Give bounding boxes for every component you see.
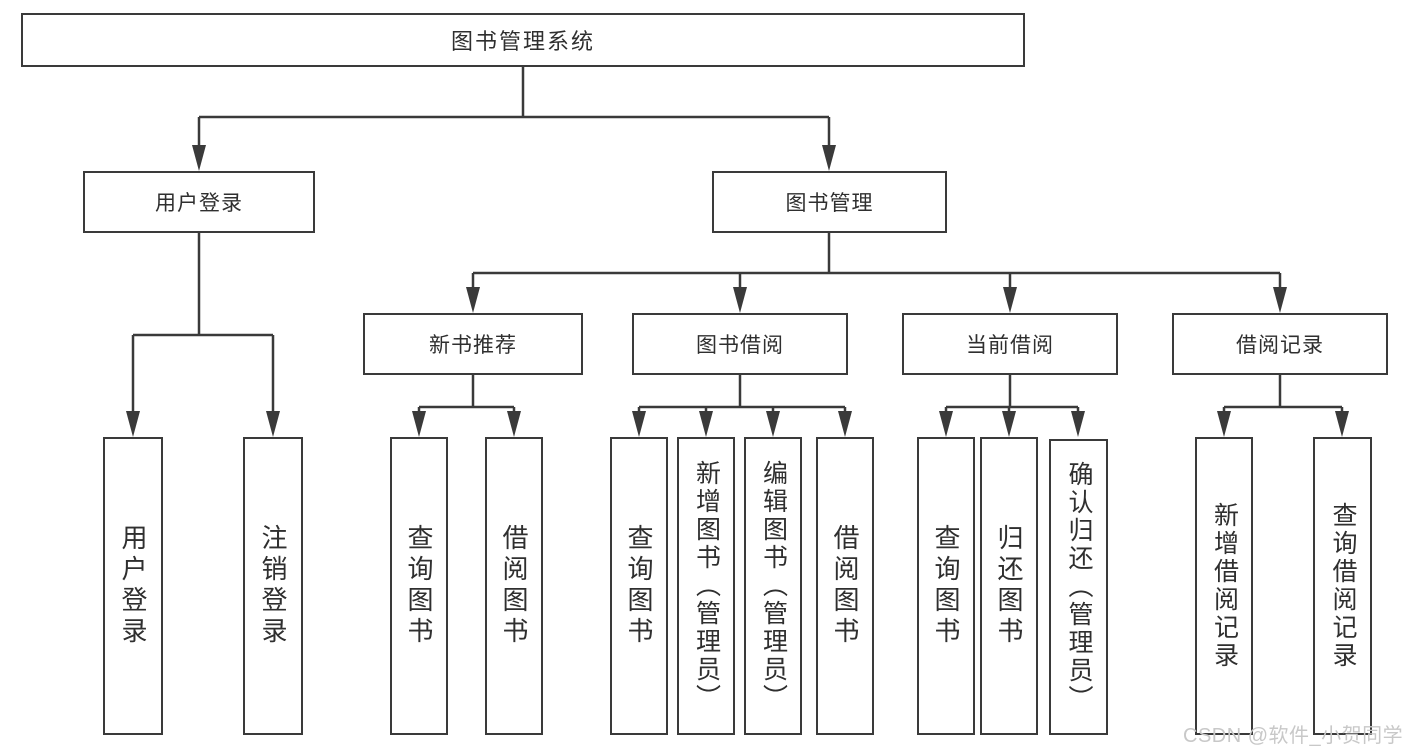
leaf-borrow-books-recommend: 借阅图书 [485,437,543,735]
arrowhead-icons [126,145,1349,437]
leaf-query-books-current-label: 查询图书 [931,524,961,648]
leaf-add-book-admin-label: 新增图书（管理员） [692,460,721,712]
leaf-query-borrow-record: 查询借阅记录 [1313,437,1372,735]
leaf-add-borrow-record: 新增借阅记录 [1195,437,1253,735]
leaf-add-borrow-record-label: 新增借阅记录 [1210,502,1239,670]
node-user-login: 用户登录 [83,171,315,233]
leaf-logout-label: 注销登录 [258,524,288,648]
leaf-edit-book-admin: 编辑图书（管理员） [744,437,802,735]
node-borrowing-records: 借阅记录 [1172,313,1388,375]
leaf-borrow-books-borrowing: 借阅图书 [816,437,874,735]
leaf-query-borrow-record-label: 查询借阅记录 [1329,502,1357,670]
leaf-query-books-borrowing-label: 查询图书 [624,524,654,648]
leaf-confirm-return-admin: 确认归还（管理员） [1049,439,1108,735]
csdn-watermark: CSDN @软件_小贺同学 [1183,725,1404,747]
leaf-query-books-current: 查询图书 [917,437,975,735]
node-current-borrowing: 当前借阅 [902,313,1118,375]
leaf-borrow-books-recommend-label: 借阅图书 [499,524,529,648]
leaf-add-book-admin: 新增图书（管理员） [677,437,735,735]
leaf-confirm-return-admin-label: 确认归还（管理员） [1065,461,1093,713]
leaf-user-login-label: 用户登录 [118,524,148,648]
leaf-return-books: 归还图书 [980,437,1038,735]
node-book-management: 图书管理 [712,171,947,233]
leaf-borrow-books-borrowing-label: 借阅图书 [830,524,860,648]
node-library-management-system: 图书管理系统 [21,13,1025,67]
leaf-query-books-borrowing: 查询图书 [610,437,668,735]
leaf-query-books-recommend-label: 查询图书 [404,524,434,648]
node-book-borrowing: 图书借阅 [632,313,848,375]
node-new-book-recommendation: 新书推荐 [363,313,583,375]
leaf-edit-book-admin-label: 编辑图书（管理员） [759,460,788,712]
leaf-return-books-label: 归还图书 [994,524,1024,648]
leaf-logout: 注销登录 [243,437,303,735]
leaf-query-books-recommend: 查询图书 [390,437,448,735]
leaf-user-login: 用户登录 [103,437,163,735]
